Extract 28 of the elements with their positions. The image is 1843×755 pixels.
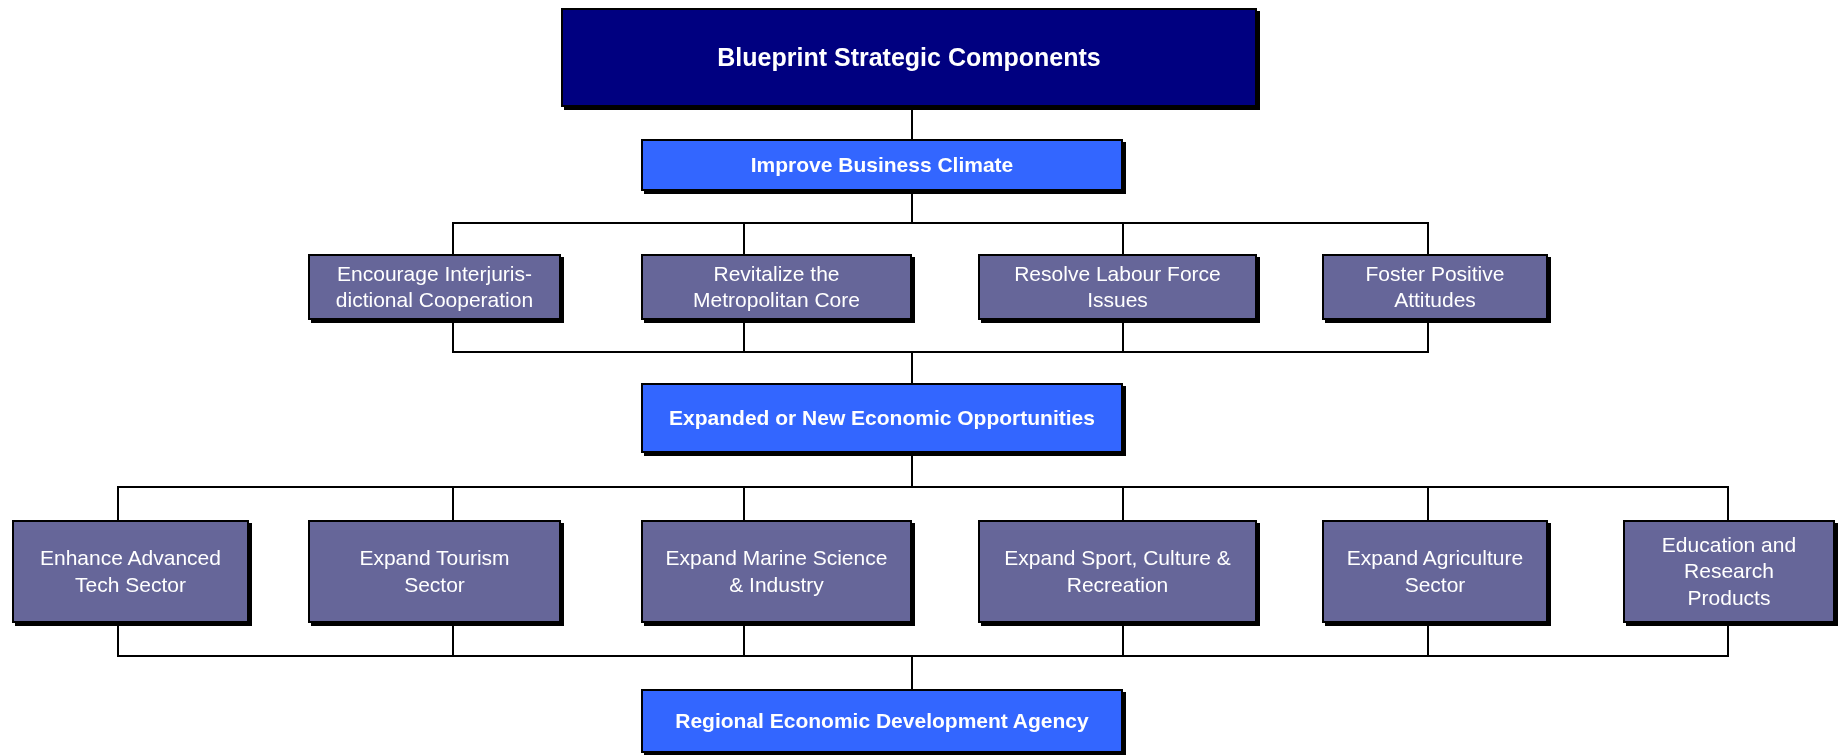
box-label: Expand Tourism Sector (358, 545, 511, 598)
box-label: Blueprint Strategic Components (717, 41, 1101, 73)
strategy-box (641, 254, 912, 320)
box-label: Expand Marine Science & Industry (664, 545, 889, 598)
strategy-box (641, 520, 912, 623)
strategy-box (12, 520, 249, 623)
strategy-box (308, 520, 561, 623)
box-label: Expand Sport, Culture & Recreation (1003, 545, 1232, 598)
strategy-box (1623, 520, 1835, 623)
goal-box (641, 383, 1123, 453)
box-label: Regional Economic Development Agency (675, 707, 1089, 734)
title-box (561, 8, 1257, 107)
strategy-box (978, 520, 1257, 623)
box-label: Expanded or New Economic Opportunities (669, 404, 1095, 431)
box-label: Expand Agriculture Sector (1345, 545, 1525, 598)
strategy-box (1322, 520, 1548, 623)
strategy-box (1322, 254, 1548, 320)
box-label: Education and Research Products (1660, 532, 1798, 611)
goal-box (641, 139, 1123, 191)
box-label: Revitalize the Metropolitan Core (692, 260, 861, 313)
strategy-box (978, 254, 1257, 320)
box-label: Resolve Labour Force Issues (1013, 260, 1222, 313)
box-label: Encourage Interjuris-dictional Cooperation (334, 260, 535, 313)
box-label: Foster Positive Attitudes (1364, 260, 1506, 313)
box-label: Improve Business Climate (750, 151, 1014, 178)
strategy-box (308, 254, 561, 320)
box-label: Enhance Advanced Tech Sector (39, 545, 222, 598)
goal-box (641, 689, 1123, 753)
